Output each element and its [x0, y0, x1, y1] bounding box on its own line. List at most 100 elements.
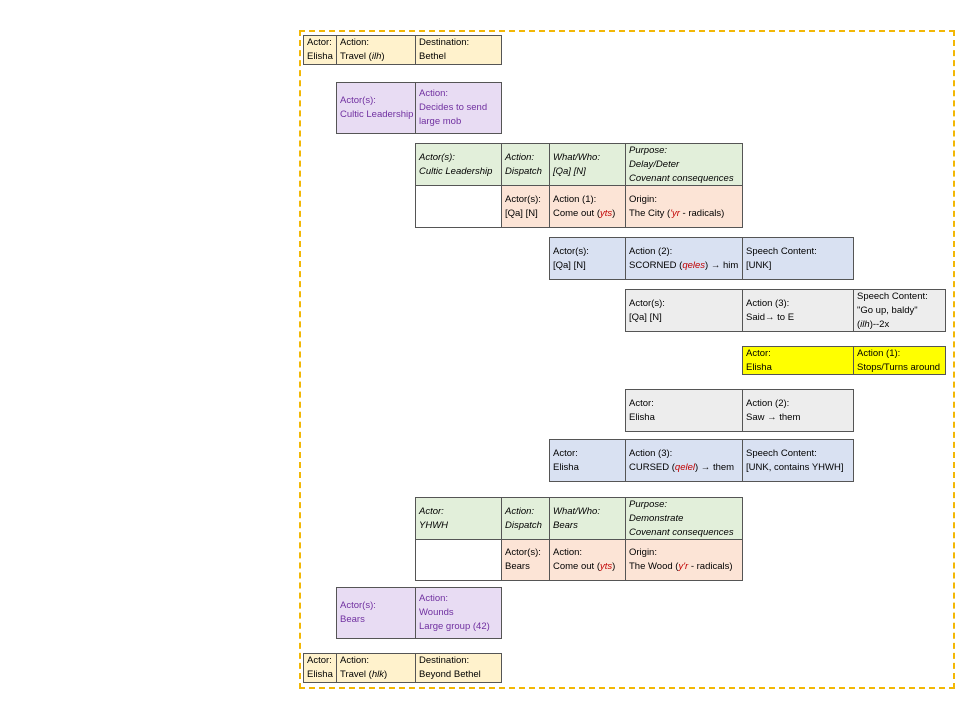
r11-origin-value: The Wood (y'r - radicals) [629, 561, 733, 572]
r8-action-value: Saw → them [746, 411, 801, 423]
r3-actor-value: Cultic Leadership [419, 165, 493, 177]
r2-actor-label: Actor(s): [340, 95, 376, 106]
r13-destination-cell: Destination: Beyond Bethel [415, 653, 502, 683]
r11-actor-cell: Actor(s): Bears [501, 539, 550, 581]
r2-action-cell: Action: Decides to send large mob [415, 82, 502, 134]
r5-speech-value: [UNK] [746, 259, 772, 271]
r6-speech-cell: Speech Content: "Go up, baldy" (ilh)--2x [853, 289, 946, 332]
r9-actor-cell: Actor: Elisha [549, 439, 626, 482]
r10-purpose-line2: Covenant consequences [629, 526, 734, 538]
r1-action-label: Action: [340, 37, 370, 48]
r3-whatwho-cell: What/Who: [Qa] [N] [549, 143, 626, 186]
r7-action-label: Action (1): [857, 347, 901, 359]
r6-speech-label: Speech Content: [857, 290, 928, 302]
r10-purpose-line1: Demonstrate [629, 512, 684, 524]
r4-actor-label: Actor(s): [505, 193, 541, 205]
r1-action-cell: Action: Travel (ilh) [336, 35, 416, 65]
r2-actor-cell: Actor(s): Cultic Leadership [336, 82, 416, 134]
r13-action-value: Travel (hlk) [340, 669, 388, 680]
r11-action-value: Come out (yts) [553, 561, 616, 572]
r11-action-cell: Action: Come out (yts) [549, 539, 626, 581]
r9-action-value: CURSED (qelel) → them [629, 461, 735, 473]
r1-action-value: Travel (ilh) [340, 51, 385, 62]
r13-action-cell: Action: Travel (hlk) [336, 653, 416, 683]
r5-actor-label: Actor(s): [553, 245, 589, 257]
r11-actor-value: Bears [505, 561, 530, 572]
r2-action-line2: large mob [419, 116, 462, 127]
r6-speech-root: (ilh)--2x [857, 318, 890, 330]
r7-action-value: Stops/Turns around [857, 361, 941, 373]
r12-action-line2: Large group (42) [419, 621, 490, 632]
r10-actor-cell: Actor: YHWH [415, 497, 502, 540]
r13-actor-cell: Actor: Elisha [303, 653, 337, 683]
r5-speech-label: Speech Content: [746, 245, 817, 257]
r12-actor-cell: Actor(s): Bears [336, 587, 416, 639]
r9-actor-value: Elisha [553, 461, 579, 473]
r6-action-value: Said→ to E [746, 311, 795, 323]
r6-action-label: Action (3): [746, 297, 790, 309]
r9-speech-value: [UNK, contains YHWH] [746, 461, 844, 473]
r4-origin-cell: Origin: The City ('yr - radicals) [625, 185, 743, 228]
r7-actor-cell: Actor: Elisha [742, 346, 854, 375]
r12-action-line1: Wounds [419, 607, 454, 618]
r11-action-label: Action: [553, 547, 583, 558]
r1-destination-value: Bethel [419, 51, 446, 62]
r3-purpose-cell: Purpose: Delay/Deter Covenant consequenc… [625, 143, 743, 186]
r12-actor-label: Actor(s): [340, 600, 376, 611]
r4-actor-value: [Qa] [N] [505, 207, 538, 219]
r10-actor-label: Actor: [419, 505, 444, 517]
r3-actor-cell: Actor(s): Cultic Leadership [415, 143, 502, 186]
r10-actor-value: YHWH [419, 519, 449, 531]
r7-actor-label: Actor: [746, 347, 771, 359]
r13-actor-value: Elisha [307, 669, 333, 680]
r3-whatwho-label: What/Who: [553, 151, 600, 163]
r8-actor-cell: Actor: Elisha [625, 389, 743, 432]
r3-purpose-line2: Covenant consequences [629, 172, 734, 184]
r13-destination-label: Destination: [419, 655, 470, 666]
r4-origin-value: The City ('yr - radicals) [629, 207, 725, 219]
r9-action-label: Action (3): [629, 447, 673, 459]
r10-action-label: Action: [505, 505, 535, 517]
r3-purpose-label: Purpose: [629, 144, 668, 156]
r3-action-value: Dispatch [505, 165, 542, 177]
narrative-flow-frame [299, 30, 955, 689]
r5-speech-cell: Speech Content: [UNK] [742, 237, 854, 280]
r11-origin-cell: Origin: The Wood (y'r - radicals) [625, 539, 743, 581]
r4-origin-label: Origin: [629, 193, 657, 205]
r10-purpose-cell: Purpose: Demonstrate Covenant consequenc… [625, 497, 743, 540]
r9-speech-cell: Speech Content: [UNK, contains YHWH] [742, 439, 854, 482]
r6-actor-cell: Actor(s): [Qa] [N] [625, 289, 743, 332]
r8-action-cell: Action (2): Saw → them [742, 389, 854, 432]
r3-purpose-line1: Delay/Deter [629, 158, 680, 170]
r3-action-label: Action: [505, 151, 535, 163]
r1-destination-cell: Destination: Bethel [415, 35, 502, 65]
r6-speech-quote: "Go up, baldy" [857, 304, 918, 316]
r9-actor-label: Actor: [553, 447, 578, 459]
r5-actor-cell: Actor(s): [Qa] [N] [549, 237, 626, 280]
r8-actor-value: Elisha [629, 411, 655, 423]
r13-action-label: Action: [340, 655, 370, 666]
r7-action-cell: Action (1): Stops/Turns around [853, 346, 946, 375]
r8-actor-label: Actor: [629, 397, 654, 409]
r1-actor-cell: Actor: Elisha [303, 35, 337, 65]
r3-actor-label: Actor(s): [419, 151, 455, 163]
r13-destination-value: Beyond Bethel [419, 669, 481, 680]
r1-actor-value: Elisha [307, 51, 333, 62]
r4-action-label: Action (1): [553, 193, 597, 205]
r4-actor-cell: Actor(s): [Qa] [N] [501, 185, 550, 228]
r10-action-value: Dispatch [505, 519, 542, 531]
r5-action-label: Action (2): [629, 245, 673, 257]
r12-action-label: Action: [419, 593, 449, 604]
r5-action-cell: Action (2): SCORNED (qeles) → him [625, 237, 743, 280]
r4-action-cell: Action (1): Come out (yts) [549, 185, 626, 228]
r4-action-value: Come out (yts) [553, 207, 616, 219]
r3-action-cell: Action: Dispatch [501, 143, 550, 186]
r11-empty-cell [415, 539, 502, 581]
r1-actor-label: Actor: [307, 37, 332, 48]
r2-action-line1: Decides to send [419, 102, 488, 113]
r10-whatwho-cell: What/Who: Bears [549, 497, 626, 540]
r11-origin-label: Origin: [629, 547, 657, 558]
r6-action-cell: Action (3): Said→ to E [742, 289, 854, 332]
r5-actor-value: [Qa] [N] [553, 259, 586, 271]
r9-speech-label: Speech Content: [746, 447, 817, 459]
